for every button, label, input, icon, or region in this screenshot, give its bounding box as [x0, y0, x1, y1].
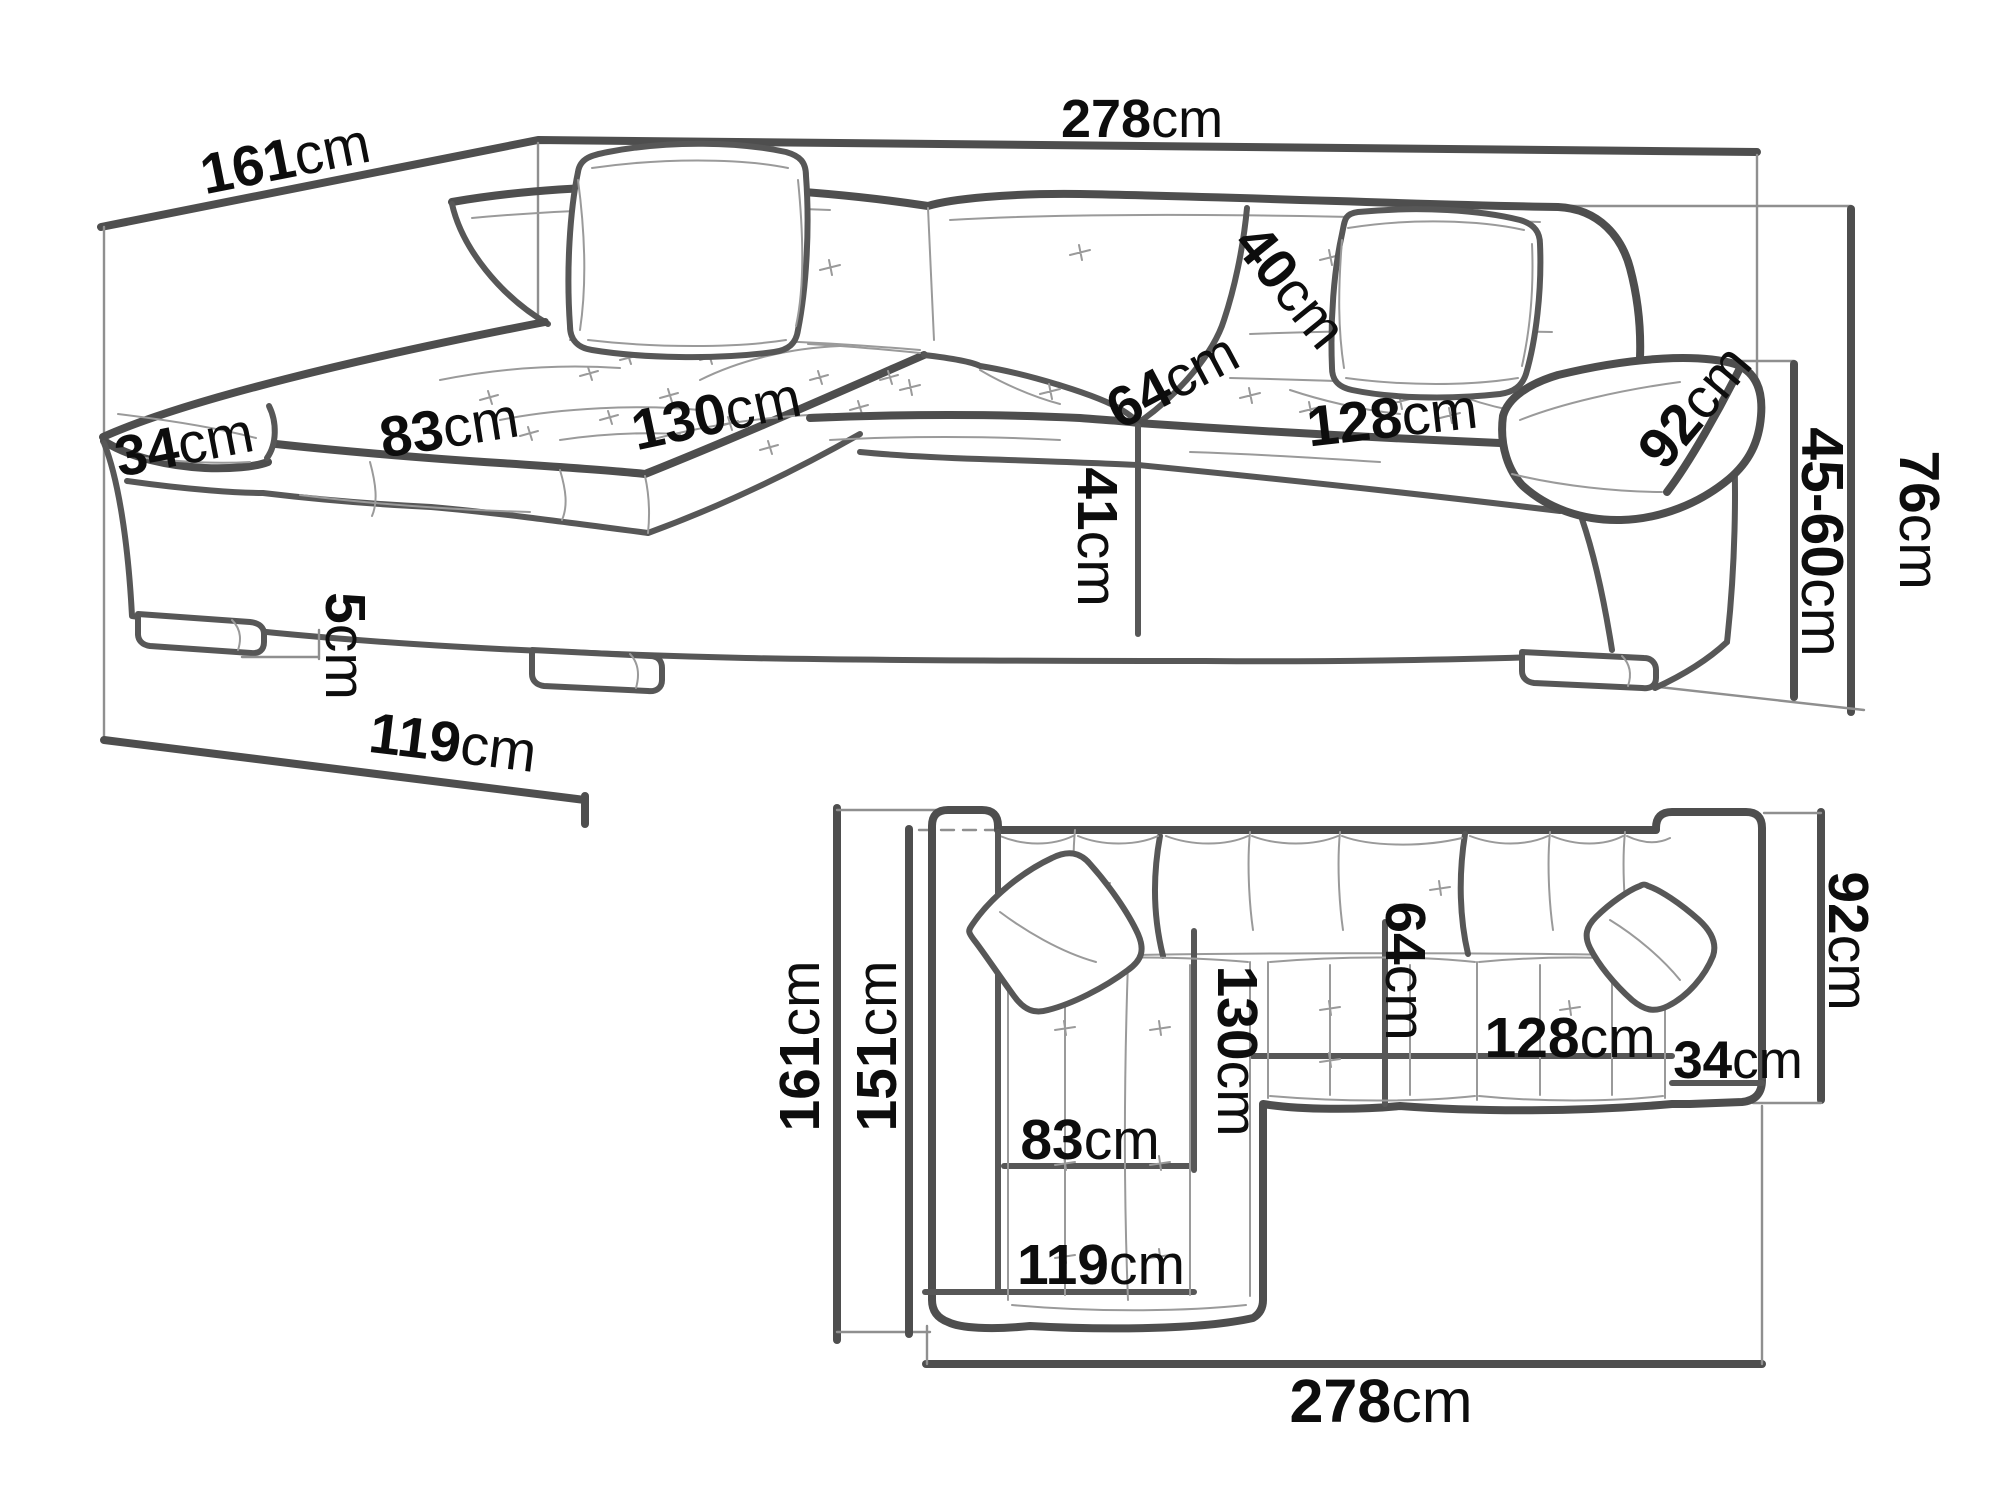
svg-text:76cm: 76cm	[1887, 450, 1951, 589]
svg-text:34cm: 34cm	[1673, 1031, 1803, 1090]
svg-text:119cm: 119cm	[366, 701, 541, 785]
svg-text:151cm: 151cm	[845, 960, 909, 1131]
svg-text:83cm: 83cm	[1020, 1108, 1159, 1172]
svg-text:64cm: 64cm	[1373, 901, 1437, 1040]
svg-text:128cm: 128cm	[1484, 1006, 1655, 1070]
svg-text:130cm: 130cm	[1205, 965, 1269, 1136]
svg-text:161cm: 161cm	[768, 960, 832, 1131]
svg-text:41cm: 41cm	[1065, 467, 1129, 606]
svg-text:278cm: 278cm	[1061, 89, 1223, 149]
svg-text:278cm: 278cm	[1289, 1367, 1472, 1435]
svg-text:92cm: 92cm	[1816, 871, 1880, 1010]
svg-text:34cm: 34cm	[110, 400, 259, 489]
svg-text:5cm: 5cm	[313, 592, 377, 700]
svg-text:119cm: 119cm	[1017, 1233, 1185, 1297]
svg-text:128cm: 128cm	[1303, 377, 1480, 460]
svg-text:45-60cm: 45-60cm	[1789, 427, 1855, 657]
svg-text:83cm: 83cm	[375, 385, 523, 470]
